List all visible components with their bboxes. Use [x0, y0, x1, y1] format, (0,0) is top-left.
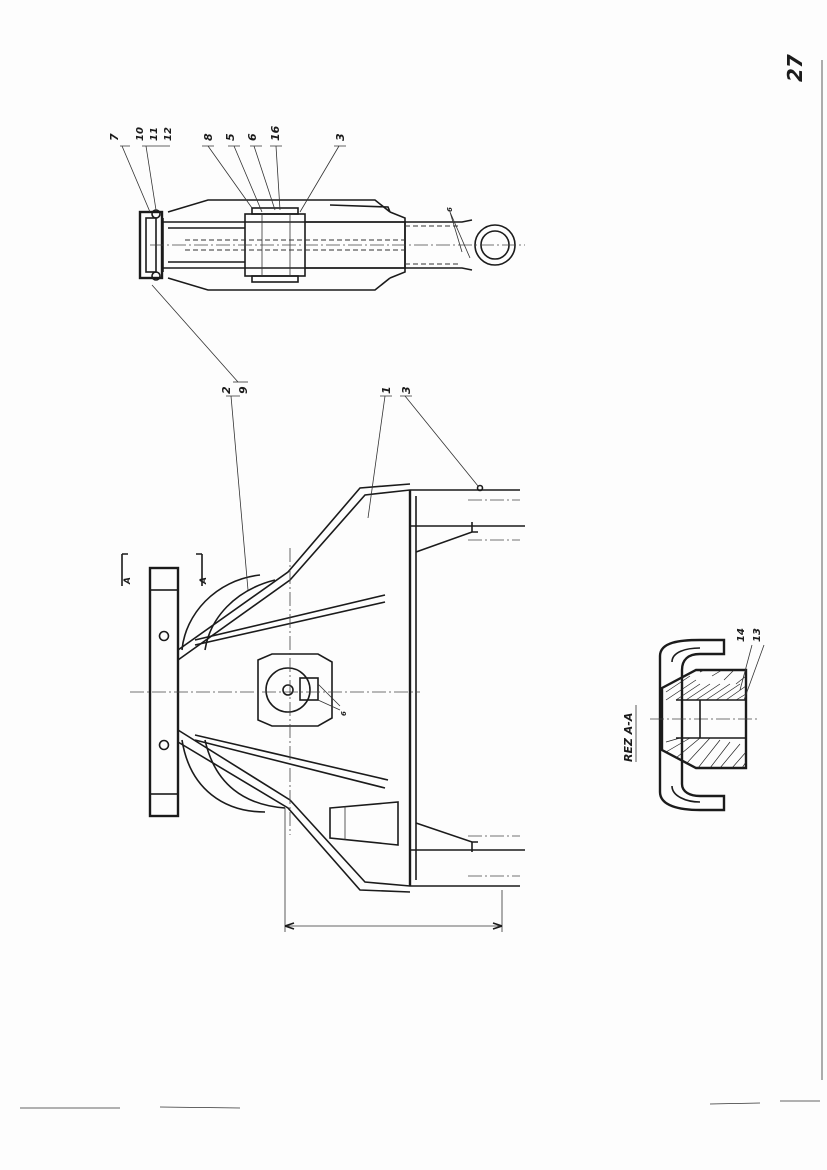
part-label-10: 10: [135, 127, 146, 141]
section-arrow-a-bottom: A: [199, 577, 209, 585]
part-label-3-side: 3: [334, 133, 347, 141]
weld-symbol-side: 6: [446, 207, 454, 212]
section-a-a: REZ A-A 14 13: [622, 628, 765, 812]
part-label-14: 14: [736, 628, 747, 642]
part-label-16: 16: [269, 125, 282, 141]
part-label-2: 2: [220, 386, 233, 394]
part-label-12: 12: [163, 127, 174, 141]
page-number: 27: [783, 54, 807, 82]
section-title: REZ A-A: [622, 713, 635, 762]
part-label-1: 1: [380, 386, 393, 394]
part-label-13: 13: [752, 628, 763, 642]
part-label-7: 7: [108, 133, 121, 141]
section-hatching: [665, 669, 747, 769]
part-label-8: 8: [202, 133, 215, 141]
weld-symbol-front: 6: [340, 711, 348, 716]
section-arrow-a-top: A: [123, 577, 133, 585]
part-label-5: 5: [224, 133, 237, 141]
part-label-9: 9: [237, 386, 250, 394]
part-label-3-front: 3: [400, 386, 413, 394]
sheet-edge-marks: [20, 1100, 820, 1109]
part-label-6: 6: [246, 133, 259, 141]
front-view: 6 A A: [121, 395, 525, 932]
side-view-leaders: [120, 145, 346, 383]
side-view: 6: [138, 199, 525, 291]
part-label-11: 11: [149, 127, 160, 141]
